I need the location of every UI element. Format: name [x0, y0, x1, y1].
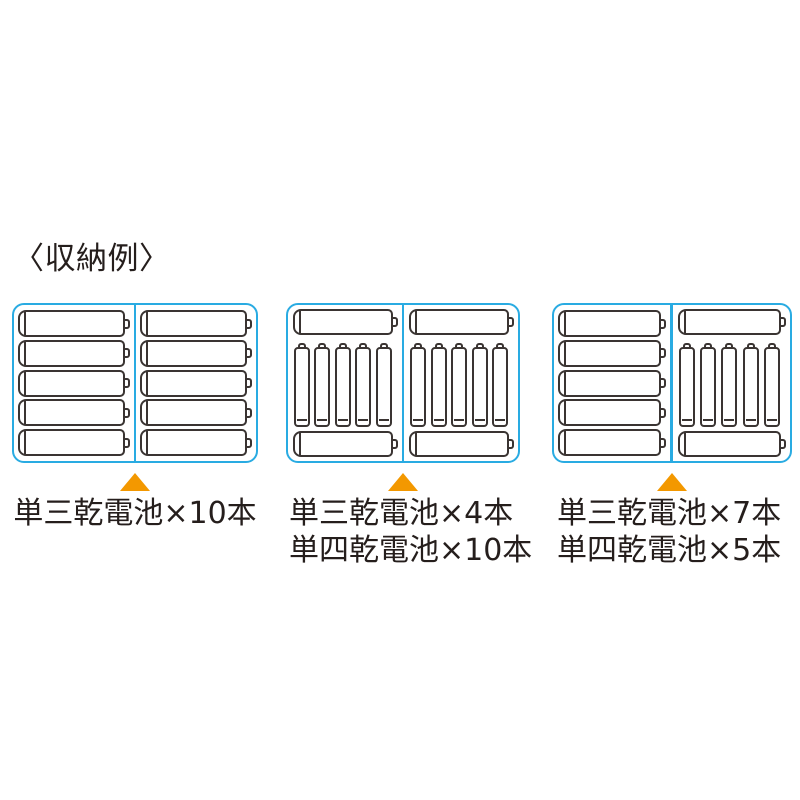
- case-half: [288, 305, 402, 461]
- case-divider: [401, 305, 405, 461]
- aa-battery: [18, 369, 130, 397]
- battery-case-diagram-3: [552, 303, 792, 463]
- case-label-line: 単三乾電池×10本: [13, 496, 257, 531]
- aa-battery: [409, 309, 514, 335]
- case-half: [404, 305, 518, 461]
- aa-battery: [140, 310, 252, 337]
- aa-battery: [18, 339, 130, 367]
- aa-battery: [409, 431, 514, 457]
- case-label-3: 単三乾電池×7本単四乾電池×5本: [557, 495, 781, 569]
- case-label-line: 単四乾電池×10本: [289, 533, 533, 568]
- aaa-battery: [451, 342, 468, 427]
- aa-battery: [18, 429, 130, 456]
- case-half: [554, 305, 670, 461]
- aa-battery: [558, 429, 667, 456]
- aaa-battery: [314, 342, 331, 427]
- case-half: [136, 305, 256, 461]
- aaa-battery-row: [409, 342, 509, 427]
- case-label-1: 単三乾電池×10本: [12, 495, 258, 532]
- aaa-battery: [334, 342, 351, 427]
- aa-battery: [140, 429, 252, 456]
- aa-battery: [293, 431, 398, 457]
- aaa-battery: [294, 342, 310, 427]
- aa-battery: [293, 309, 398, 335]
- aa-battery: [18, 310, 130, 337]
- pointer-triangle-icon: [657, 473, 687, 491]
- aa-battery: [558, 339, 667, 367]
- aaa-battery: [355, 342, 372, 427]
- aa-battery: [140, 399, 252, 427]
- aaa-battery: [471, 342, 488, 427]
- case-divider: [133, 305, 137, 461]
- case-label-line: 単三乾電池×7本: [557, 496, 782, 531]
- aaa-battery: [375, 342, 392, 427]
- pointer-triangle-icon: [388, 473, 418, 491]
- aaa-battery: [678, 342, 695, 427]
- section-title: 〈収納例〉: [13, 241, 171, 277]
- aaa-battery-row: [293, 342, 393, 427]
- battery-case-diagram-1: [12, 303, 258, 463]
- aa-battery: [558, 369, 667, 397]
- aa-battery: [558, 399, 667, 427]
- aaa-battery: [742, 342, 759, 427]
- case-half: [14, 305, 134, 461]
- aa-battery: [140, 369, 252, 397]
- aa-battery: [677, 431, 787, 457]
- aa-battery: [18, 399, 130, 427]
- case-label-line: 単四乾電池×5本: [557, 533, 782, 568]
- aa-battery: [558, 310, 667, 337]
- aa-battery: [677, 309, 787, 335]
- case-label-2: 単三乾電池×4本単四乾電池×10本: [289, 495, 532, 569]
- aaa-battery-row: [678, 342, 781, 427]
- aa-battery: [140, 339, 252, 367]
- aaa-battery: [410, 342, 427, 427]
- aaa-battery: [721, 342, 738, 427]
- aaa-battery: [430, 342, 447, 427]
- pointer-triangle-icon: [120, 473, 150, 491]
- case-half: [673, 305, 790, 461]
- battery-case-diagram-2: [286, 303, 520, 463]
- aaa-battery: [700, 342, 717, 427]
- aaa-battery: [492, 342, 508, 427]
- case-label-line: 単三乾電池×4本: [289, 496, 514, 531]
- case-divider: [670, 305, 673, 461]
- aaa-battery: [764, 342, 780, 427]
